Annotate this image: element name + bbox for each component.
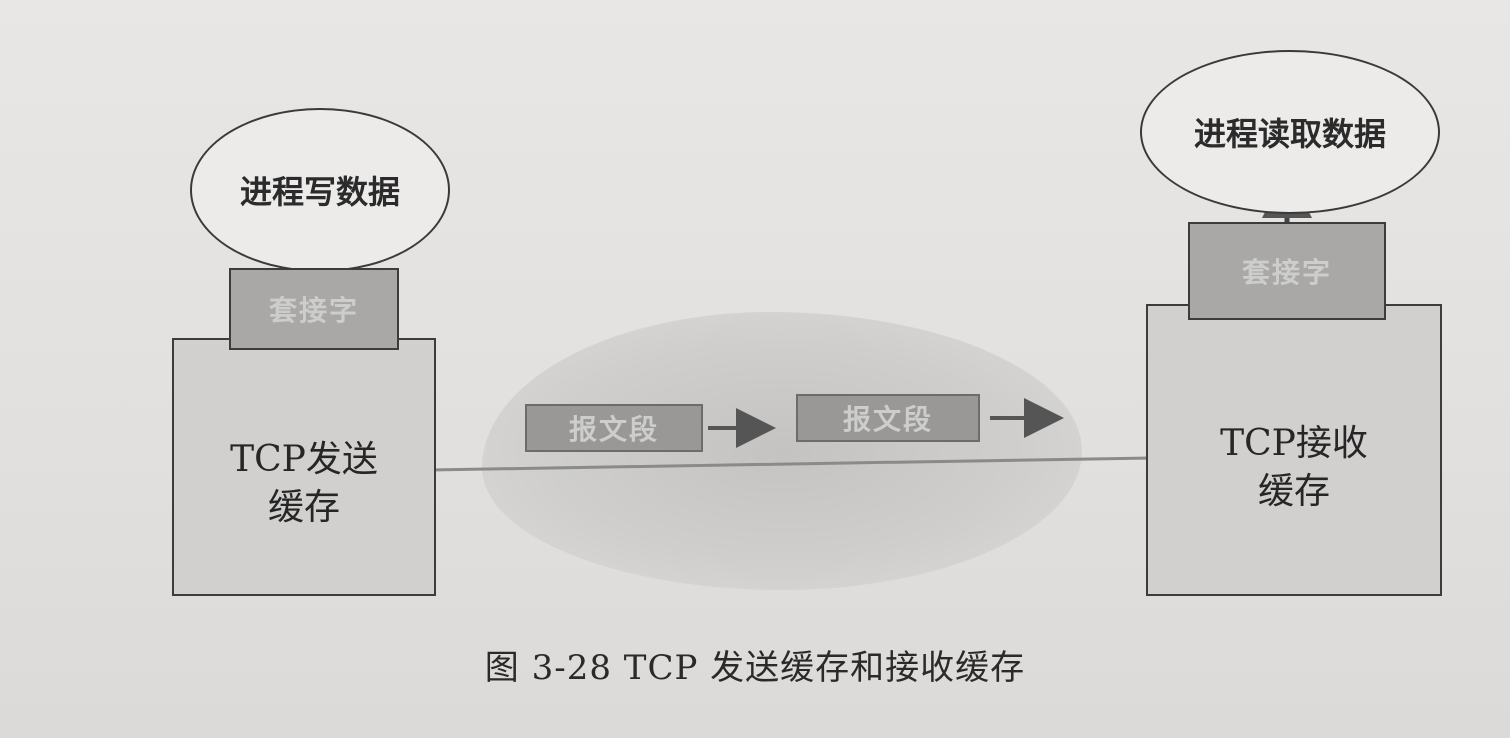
segment-label-1: 报文段 — [568, 413, 659, 446]
sender-socket-label: 套接字 — [268, 294, 359, 327]
send-buffer-line-1: TCP发送 — [230, 439, 378, 480]
receiver-socket-box: 套接字 — [1188, 222, 1386, 320]
connection-line — [429, 456, 1149, 472]
receiver-process-label: 进程读取数据 — [1193, 115, 1386, 153]
segment-label-2: 报文段 — [842, 403, 933, 436]
receive-buffer-line-1: TCP接收 — [1220, 423, 1368, 464]
sender-process-label: 进程写数据 — [239, 173, 400, 211]
segment-box-1: 报文段 — [525, 404, 703, 452]
sender-process-ellipse: 进程写数据 — [190, 108, 450, 272]
send-buffer-text: TCP发送 缓存 — [172, 436, 436, 532]
tcp-send-buffer-box — [172, 338, 436, 596]
send-buffer-line-2: 缓存 — [267, 487, 340, 528]
tcp-receive-buffer-box — [1146, 304, 1442, 596]
segment-box-2: 报文段 — [796, 394, 980, 442]
receiver-process-ellipse: 进程读取数据 — [1140, 50, 1440, 214]
receive-buffer-text: TCP接收 缓存 — [1146, 420, 1442, 516]
sender-socket-box: 套接字 — [229, 268, 399, 350]
figure-caption: 图 3-28 TCP 发送缓存和接收缓存 — [484, 648, 1026, 688]
receiver-socket-label: 套接字 — [1241, 256, 1332, 289]
receive-buffer-line-2: 缓存 — [1257, 471, 1330, 512]
